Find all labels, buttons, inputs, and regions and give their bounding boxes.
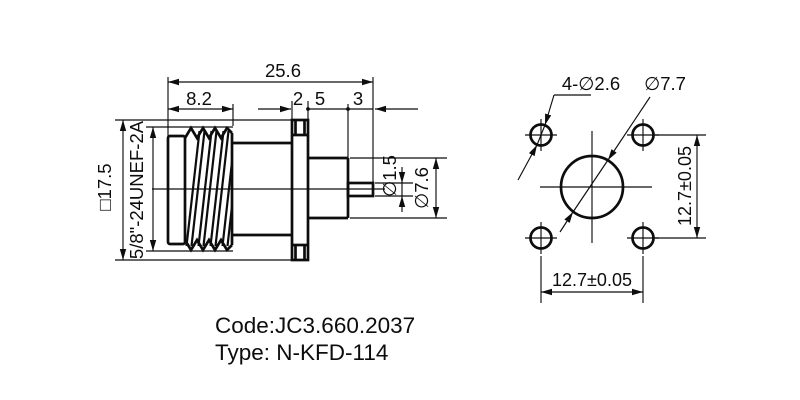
dim-flange-size: □17.5	[94, 119, 292, 261]
thread-start-cap	[166, 134, 187, 246]
front-view: 4-∅2.6 ∅7.7 12.7±0.05 12.7±0.05	[517, 73, 706, 303]
contact-pin	[346, 181, 375, 198]
mounting-hole-bottom-left	[525, 222, 557, 254]
dim-hole-spacing-vertical: 12.7±0.05	[675, 146, 695, 226]
dim-thread-spec: 5/8"-24UNEF-2A	[126, 120, 157, 259]
dim-segments: 2 5 3	[258, 88, 418, 158]
dim-body: ∅7.6	[350, 157, 447, 219]
dim-body-diameter: ∅7.6	[411, 167, 432, 209]
rear-cylinder	[308, 156, 350, 220]
dim-pin-diameter: ∅1.5	[379, 155, 400, 197]
footer-type: Type: N-KFD-114	[215, 340, 388, 365]
thread-section	[146, 125, 234, 253]
leader-mounting-holes: 4-∅2.6	[517, 73, 620, 181]
dim-thread: 8.2	[168, 88, 234, 126]
footer-code: Code:JC3.660.2037	[215, 313, 415, 338]
dim-body-length: 5	[315, 88, 325, 109]
dim-flange-thickness: 2	[293, 88, 303, 109]
thread-hatching	[185, 130, 232, 247]
dim-flange-square: □17.5	[94, 163, 115, 210]
dim-hole-spacing-h: 12.7±0.05	[540, 256, 644, 303]
dim-mounting-holes: 4-∅2.6	[562, 73, 620, 94]
dim-pin-length: 3	[353, 88, 363, 109]
footer: Code:JC3.660.2037 Type: N-KFD-114	[215, 313, 415, 365]
dim-overall-length: 25.6	[265, 60, 301, 81]
thread-spec-label: 5/8"-24UNEF-2A	[126, 120, 147, 259]
dim-overall: 25.6	[167, 60, 374, 183]
dim-center-hole: ∅7.7	[644, 73, 686, 94]
dim-pin: ∅1.5	[375, 155, 413, 212]
dim-hole-spacing-horizontal: 12.7±0.05	[552, 270, 632, 290]
leader-center-hole: ∅7.7	[559, 73, 686, 233]
dim-hole-spacing-v: 12.7±0.05	[653, 134, 706, 239]
side-view: 25.6 8.2 2 5 3 □17.5	[94, 60, 447, 262]
dim-thread-length: 8.2	[186, 88, 212, 109]
neck-section	[232, 141, 292, 237]
flange	[290, 118, 310, 262]
